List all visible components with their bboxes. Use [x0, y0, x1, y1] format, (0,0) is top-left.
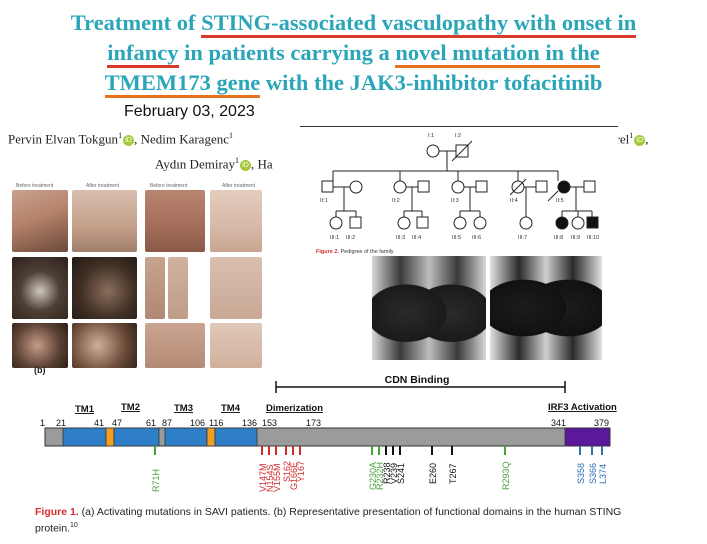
photo-ear-after: [72, 323, 137, 368]
publication-date: February 03, 2023: [124, 103, 255, 120]
mutation-label: S162: [282, 461, 292, 482]
photo-ear-before: [12, 323, 68, 368]
mutation-label: L374: [598, 464, 608, 484]
pos-label: 153: [262, 418, 277, 428]
authors-line-1: Pervin Elvan Tokgun1iD, Nedim Karagenc1: [8, 131, 233, 147]
authors-line-2: Aydın Demiray1iD, Ha: [155, 156, 273, 172]
photo-column-labels: Before treatment After treatment Before …: [16, 183, 256, 189]
mutation-label: G230A: [368, 462, 378, 490]
title-highlight-1: STING-associated vasculopathy with onset…: [201, 10, 637, 38]
tm2-label: TM2: [121, 402, 140, 413]
xray-before: [372, 256, 486, 360]
mutation-label: Y167: [296, 461, 306, 482]
tm1-domain: [62, 427, 107, 447]
title-highlight-2: infancy: [107, 40, 179, 68]
linker-domain: [206, 427, 216, 447]
ped-label: III:3: [396, 235, 405, 241]
mutation-label: E260: [428, 463, 438, 484]
mutation-label: R71H: [151, 469, 161, 492]
tm3-domain: [164, 427, 208, 447]
ped-label: III:4: [412, 235, 421, 241]
ped-label: III:1: [330, 235, 339, 241]
mutation-label: G166E: [289, 462, 299, 490]
photo-wrist-after: [210, 257, 262, 319]
ped-label: II:2: [392, 198, 400, 204]
pos-label: 41: [94, 418, 104, 428]
photo-neck-before: [12, 190, 68, 252]
irf3-domain: [564, 427, 611, 447]
title-highlight-4: TMEM173 gene: [104, 70, 261, 98]
pedigree-chart: I:1 I:2 II:1 II:2 II:3 II:4 II:5 III:1 I…: [316, 133, 599, 255]
ped-label: II:4: [510, 198, 518, 204]
article-title: Treatment of STING-associated vasculopat…: [0, 8, 707, 98]
cdn-binding-label: CDN Binding: [385, 374, 450, 386]
ped-label: III:6: [472, 235, 481, 241]
ped-label: II:1: [320, 198, 328, 204]
sting-domain-diagram: CDN Binding TM1 TM2 TM3 TM4 Dimerization…: [40, 374, 617, 492]
orcid-icon[interactable]: iD: [123, 135, 135, 147]
irf3-label: IRF3 Activation: [548, 402, 617, 413]
pos-label: 136: [242, 418, 257, 428]
photo-back-before: [145, 190, 205, 252]
pos-label: 21: [56, 418, 66, 428]
pos-label: 87: [162, 418, 172, 428]
mutation-label: V155M: [272, 463, 282, 492]
photo-scalp-before: [12, 257, 68, 319]
mutation-label: S358: [576, 463, 586, 484]
mutation-label: R238: [382, 462, 392, 484]
ped-label: I:2: [455, 133, 461, 139]
mutation-label: R232H: [375, 462, 385, 490]
photo-panel-label: (b): [34, 365, 46, 375]
photo-neck-after: [72, 190, 137, 252]
mutation-label: T267: [448, 463, 458, 484]
pos-label: 116: [209, 418, 223, 428]
mutation-label: N154S: [265, 464, 275, 492]
pedigree-figure: I:1 I:2 II:1 II:2 II:3 II:4 II:5 III:1 I…: [300, 126, 618, 261]
orcid-icon[interactable]: iD: [634, 135, 646, 147]
title-highlight-3: novel mutation in the: [395, 40, 600, 68]
mutation-label: S366: [588, 463, 598, 484]
tm2-domain: [113, 427, 160, 447]
ped-label: III:10: [587, 235, 599, 241]
pos-label: 173: [306, 418, 321, 428]
photo-arm-after: [168, 257, 188, 319]
photo-scalp-after: [72, 257, 137, 319]
pos-label: 47: [112, 418, 122, 428]
pos-label: 341: [551, 418, 566, 428]
pos-label: 1: [40, 418, 45, 428]
ped-label: III:8: [554, 235, 563, 241]
orcid-icon[interactable]: iD: [240, 160, 252, 172]
tm4-domain: [214, 427, 258, 447]
tm3-label: TM3: [174, 403, 193, 414]
ped-label: III:5: [452, 235, 461, 241]
tm4-label: TM4: [221, 403, 241, 414]
ped-label: III:7: [518, 235, 527, 241]
photo-skin-before: [145, 323, 205, 368]
ped-label: II:5: [556, 198, 564, 204]
pos-label: 106: [190, 418, 205, 428]
mutation-label: R293Q: [501, 461, 511, 490]
ped-label: III:2: [346, 235, 355, 241]
photo-skin-after: [210, 323, 262, 368]
mutation-label: S241: [396, 463, 406, 484]
pedigree-caption: Figure 2. Pedigree of the family: [316, 249, 394, 255]
xray-after: [490, 256, 602, 360]
pos-label: 379: [594, 418, 609, 428]
ped-label: II:3: [451, 198, 459, 204]
mutation-label: V147M: [258, 463, 268, 492]
photo-arm-before: [145, 257, 165, 319]
figure-1-caption: Figure 1. (a) Activating mutations in SA…: [35, 506, 622, 535]
linker-domain: [105, 427, 115, 447]
pos-label: 61: [146, 418, 156, 428]
tm1-label: TM1: [75, 404, 95, 415]
ped-label: III:9: [571, 235, 580, 241]
photo-back-after: [210, 190, 262, 252]
dimerization-label: Dimerization: [266, 403, 323, 414]
mutation-label: V239: [389, 463, 399, 484]
ped-label: I:1: [428, 133, 434, 139]
